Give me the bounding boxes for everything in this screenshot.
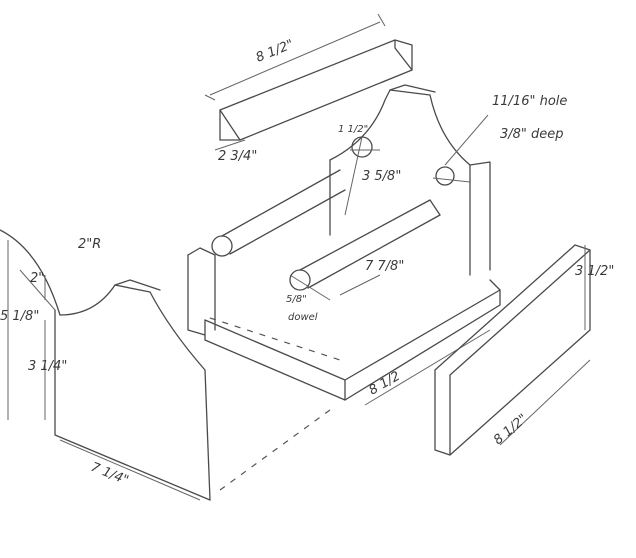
label-pin-offset: 1 1/2": [338, 124, 368, 135]
label-dowel-word: dowel: [288, 312, 318, 323]
label-top-rail-height: 2 3/4": [218, 149, 257, 164]
lower-dowel: [289, 199, 441, 301]
label-hole-depth: 3/8" deep: [500, 127, 564, 142]
label-end-total-height: 5 1/8": [0, 309, 39, 324]
front-end-piece-right: [187, 247, 216, 336]
label-pin-height: 3 5/8": [362, 169, 401, 184]
upper-dowel: [211, 169, 346, 257]
label-curve-depth: 2": [30, 271, 44, 286]
label-dowel-length: 7 7/8": [365, 259, 404, 274]
back-end-piece: [329, 84, 491, 276]
label-hole-size: 11/16" hole: [492, 94, 567, 109]
label-dowel-size: 5/8": [286, 294, 307, 305]
label-end-radius: 2"R: [78, 237, 101, 252]
base-board: [204, 279, 501, 406]
top-rail: [204, 13, 413, 151]
label-side-board-height: 3 1/2": [575, 264, 614, 279]
side-board: [434, 244, 591, 456]
label-end-side-height: 3 1/4": [28, 359, 67, 374]
left-end-piece: [0, 229, 331, 501]
